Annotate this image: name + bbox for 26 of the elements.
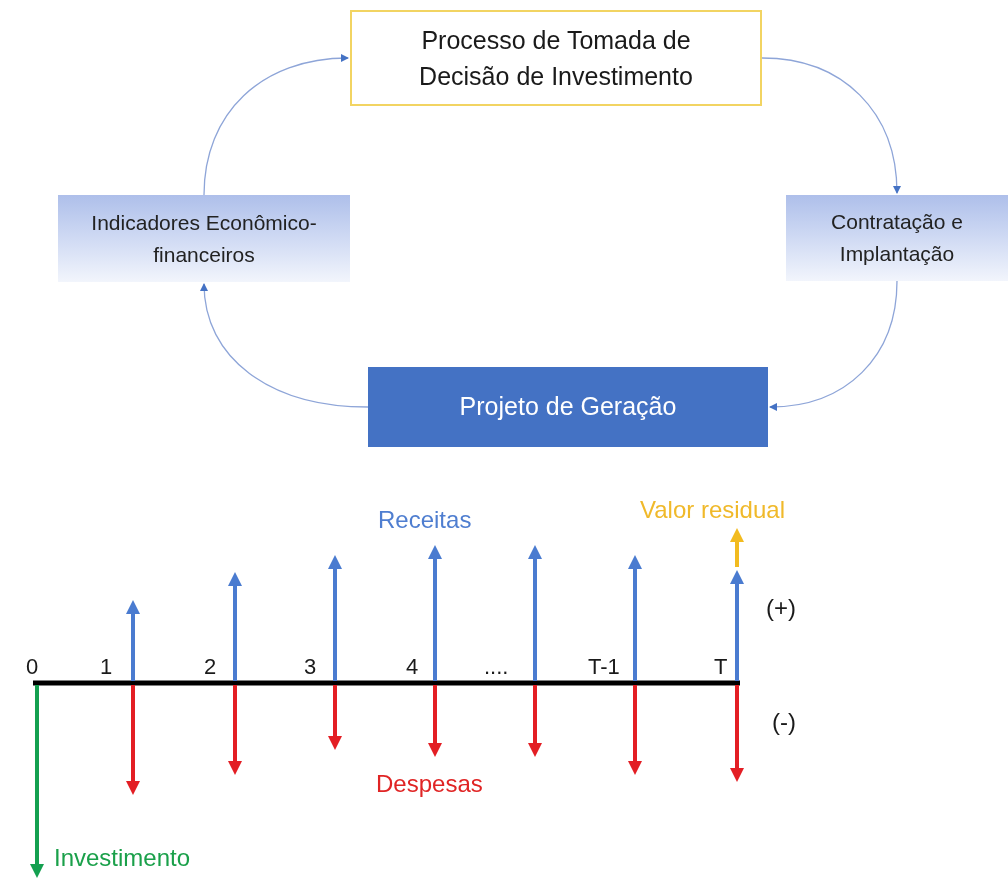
axis-label: (-) xyxy=(772,707,796,737)
axis-label: 2 xyxy=(204,653,217,681)
box-label: Contratação e Implantação xyxy=(830,209,964,267)
connector-arrow xyxy=(761,57,901,194)
axis-label: Investimento xyxy=(54,843,191,873)
axis-label: 3 xyxy=(304,653,317,681)
axis-label: T xyxy=(714,653,728,681)
axis-label: 4 xyxy=(406,653,419,681)
process-box xyxy=(368,367,768,447)
axis-label: T-1 xyxy=(588,653,620,681)
process-box xyxy=(58,195,350,282)
axis-label: Receitas xyxy=(378,505,472,535)
axis-label: (+) xyxy=(766,593,796,623)
box-label: Processo de Tomada de Decisão de Investimento xyxy=(418,25,694,92)
axis-label: 1 xyxy=(100,653,113,681)
axis-label: Despesas xyxy=(376,769,483,799)
process-box xyxy=(350,10,762,106)
axis-label: Valor residual xyxy=(640,495,785,525)
connector-arrow xyxy=(200,283,369,408)
box-label: Indicadores Econômico-financeiros xyxy=(90,209,318,268)
axis-label: .... xyxy=(484,653,509,681)
connector-arrow xyxy=(769,280,898,411)
connector-arrow xyxy=(203,54,349,196)
box-label: Projeto de Geração xyxy=(459,391,677,423)
process-box xyxy=(786,195,1008,281)
axis-label: 0 xyxy=(26,653,39,681)
